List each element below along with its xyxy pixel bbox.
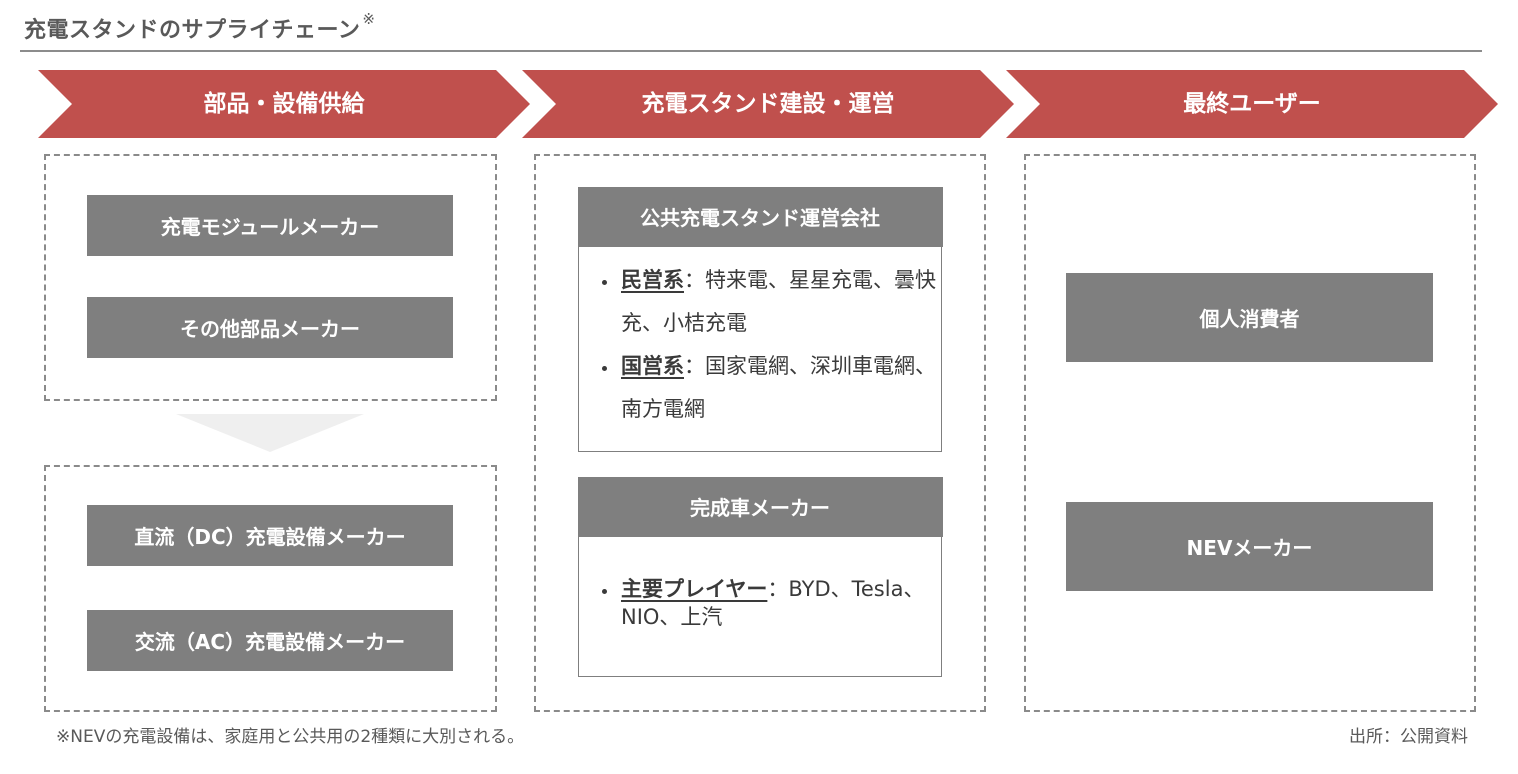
item-key: 主要プレイヤー <box>621 576 768 601</box>
item-key: 民営系 <box>621 267 684 292</box>
chevron-shape <box>38 70 530 138</box>
list-item: 主要プレイヤー：BYD、Tesla、NIO、上汽 <box>619 575 941 631</box>
operation-group <box>534 154 986 712</box>
title-note-mark: ※ <box>362 10 376 28</box>
item-key: 国営系 <box>621 353 684 378</box>
stage-chevron-supply: 部品・設備供給 <box>38 70 530 138</box>
supply-box-ac-charger: 交流（AC）充電設備メーカー <box>87 610 453 671</box>
oem-panel: 完成車メーカー 主要プレイヤー：BYD、Tesla、NIO、上汽 <box>577 476 943 677</box>
footnote: ※NEVの充電設備は、家庭用と公共用の2種類に大別される。 <box>56 727 525 747</box>
stage-label-users: 最終ユーザー <box>1183 91 1321 117</box>
supply-lower-group <box>44 465 497 712</box>
public-operator-list: 民営系：特来電、星星充電、曇快充、小桔充電 国営系：国家電網、深圳車電網、南方電… <box>579 259 941 431</box>
source-note: 出所：公開資料 <box>1349 727 1468 747</box>
users-group <box>1024 154 1476 712</box>
flow-down-arrow-icon <box>176 414 364 452</box>
public-operator-header: 公共充電スタンド運営会社 <box>577 186 943 247</box>
list-item: 民営系：特来電、星星充電、曇快充、小桔充電 <box>619 259 941 345</box>
supply-box-dc-charger: 直流（DC）充電設備メーカー <box>87 505 453 566</box>
stage-label-supply: 部品・設備供給 <box>203 91 365 117</box>
page-title: 充電スタンドのサプライチェーン※ <box>24 10 376 43</box>
public-operator-panel: 公共充電スタンド運営会社 民営系：特来電、星星充電、曇快充、小桔充電 国営系：国… <box>577 186 943 452</box>
chevron-shape <box>522 70 1014 138</box>
supply-box-charging-module: 充電モジュールメーカー <box>87 195 453 256</box>
chevron-shape <box>1006 70 1498 138</box>
user-box-nev-maker: NEVメーカー <box>1066 502 1433 591</box>
list-item: 国営系：国家電網、深圳車電網、南方電網 <box>619 345 941 431</box>
title-divider <box>20 50 1482 52</box>
stage-chevron-users: 最終ユーザー <box>1006 70 1498 138</box>
supply-upper-group <box>44 154 497 401</box>
oem-list: 主要プレイヤー：BYD、Tesla、NIO、上汽 <box>579 575 941 631</box>
stage-label-operation: 充電スタンド建設・運営 <box>641 91 895 117</box>
supply-box-other-parts: その他部品メーカー <box>87 297 453 358</box>
oem-header: 完成車メーカー <box>577 476 943 537</box>
user-box-consumer: 個人消費者 <box>1066 273 1433 362</box>
stage-chevron-operation: 充電スタンド建設・運営 <box>522 70 1014 138</box>
